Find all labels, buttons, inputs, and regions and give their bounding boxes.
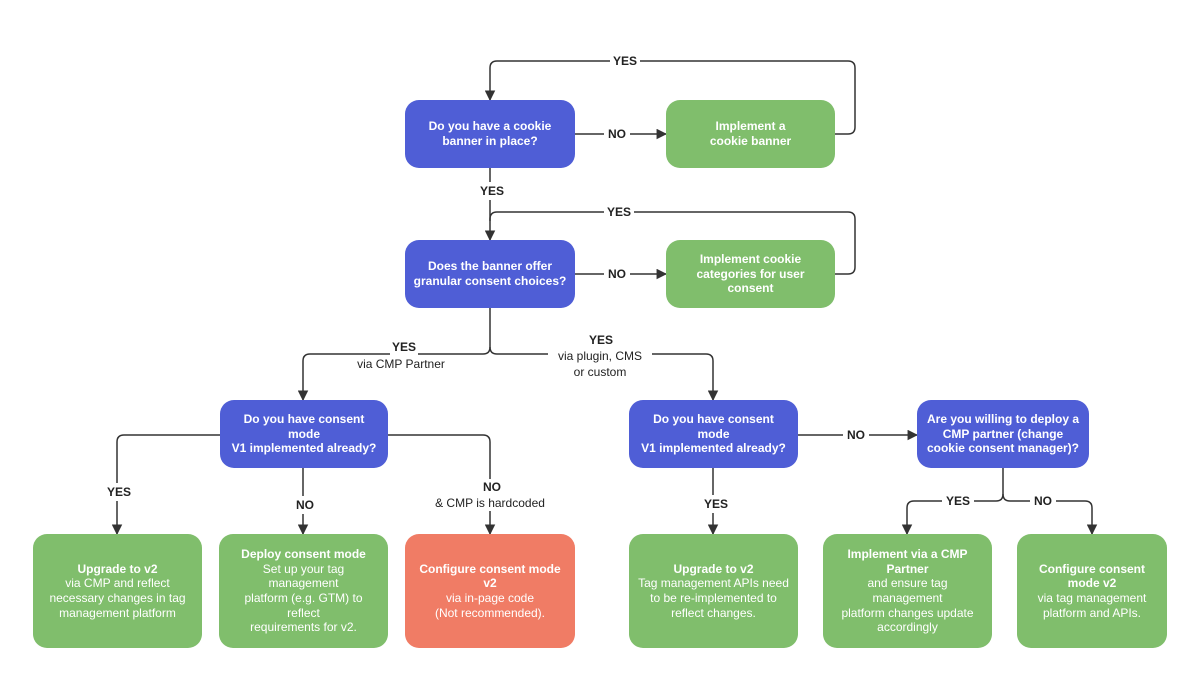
outcome-text: (Not recommended). — [434, 605, 546, 620]
outcome-title: Configure consent mode — [419, 561, 561, 576]
outcome-title: Partner — [886, 561, 929, 576]
connector-q3-to-o1 — [111, 434, 220, 536]
question-granular-consent: Does the banner offer granular consent c… — [405, 240, 575, 308]
outcome-text: Tag management APIs need — [638, 576, 789, 591]
outcome-text: to be re-implemented to — [650, 591, 777, 605]
question-line: Do you have consent mode — [653, 412, 774, 441]
outcome-text: Set up your tag management — [262, 561, 345, 591]
label-yes: YES — [105, 483, 134, 501]
action-implement-banner: Implement a cookie banner — [666, 100, 835, 168]
outcome-text: platform changes update — [841, 605, 974, 620]
outcome-text: via tag management — [1037, 591, 1147, 605]
question-consent-mode-v1-plugin: Do you have consent mode V1 implemented … — [629, 400, 798, 468]
outcome-text: platform (e.g. GTM) to reflect — [244, 591, 363, 620]
question-line: Are you willing to deploy a — [926, 412, 1079, 427]
label-cmp-hardcoded: & CMP is hardcoded — [428, 495, 552, 511]
outcome-title: Upgrade to v2 — [673, 561, 754, 576]
question-line: cookie consent manager)? — [926, 441, 1080, 456]
outcome-title: mode v2 — [1067, 576, 1117, 591]
label-via-plugin-line: via plugin, CMS — [557, 349, 643, 363]
question-line: banner in place? — [442, 134, 538, 148]
outcome-implement-cmp-partner: Implement via a CMP Partner and ensure t… — [823, 534, 992, 648]
outcome-title: Configure consent — [1038, 561, 1145, 576]
outcome-title: Upgrade to v2 — [77, 561, 158, 576]
outcome-text: accordingly — [877, 620, 938, 635]
action-implement-categories: Implement cookie categories for user con… — [666, 240, 835, 308]
outcome-text: and ensure tag management — [867, 576, 948, 605]
label-yes: YES — [702, 495, 731, 513]
label-yes: YES — [587, 332, 616, 348]
outcome-text: via in-page code — [445, 591, 535, 605]
question-line: Do you have consent mode — [243, 412, 365, 441]
outcome-title: v2 — [483, 576, 497, 591]
label-yes: YES — [478, 182, 507, 200]
label-yes: YES — [942, 494, 975, 508]
label-no: NO — [481, 479, 503, 495]
connector-q3-to-o3 — [388, 434, 496, 536]
action-line: Implement a — [715, 119, 786, 134]
connector-a1-to-q1 — [484, 60, 856, 135]
label-yes: YES — [390, 339, 419, 355]
question-line: Does the banner offer — [427, 259, 553, 274]
question-line: CMP partner (change — [942, 426, 1064, 441]
outcome-upgrade-v2-apis: Upgrade to v2 Tag management APIs need t… — [629, 534, 798, 648]
connector-q5-to-o6 — [1002, 493, 1098, 536]
outcome-configure-in-page: Configure consent mode v2 via in-page co… — [405, 534, 575, 648]
action-line: Implement cookie — [699, 252, 802, 267]
outcome-configure-tag-management: Configure consent mode v2 via tag manage… — [1017, 534, 1167, 648]
question-line: granular consent choices? — [413, 274, 567, 288]
question-deploy-cmp-partner: Are you willing to deploy a CMP partner … — [917, 400, 1089, 468]
action-line: categories for user consent — [696, 266, 805, 296]
question-line: V1 implemented already? — [641, 441, 786, 456]
label-via-cmp-partner: via CMP Partner — [350, 356, 452, 372]
label-yes: YES — [604, 205, 635, 219]
action-line: cookie banner — [709, 134, 792, 148]
outcome-text: management platform — [59, 605, 176, 620]
question-consent-mode-v1-cmp: Do you have consent mode V1 implemented … — [220, 400, 388, 468]
label-no: NO — [604, 127, 630, 141]
connector-q2-to-q4 — [489, 346, 719, 402]
question-line: V1 implemented already? — [231, 441, 377, 456]
outcome-upgrade-v2-cmp: Upgrade to v2 via CMP and reflect necess… — [33, 534, 202, 648]
label-yes: YES — [610, 54, 641, 68]
outcome-text: requirements for v2. — [250, 620, 357, 635]
label-via-plugin: via plugin, CMS or custom — [548, 348, 652, 380]
question-line: Do you have a cookie — [428, 119, 552, 134]
outcome-title: Implement via a CMP — [847, 547, 968, 562]
label-no: NO — [604, 267, 630, 281]
outcome-text: necessary changes in tag — [49, 591, 186, 605]
outcome-text: via CMP and reflect — [65, 576, 170, 591]
label-no: NO — [843, 428, 869, 442]
connector-a2-to-q2 — [489, 211, 856, 275]
label-via-plugin-line: or custom — [573, 365, 627, 379]
question-cookie-banner: Do you have a cookie banner in place? — [405, 100, 575, 168]
outcome-deploy-consent-mode: Deploy consent mode Set up your tag mana… — [219, 534, 388, 648]
label-no: NO — [294, 496, 316, 514]
label-no: NO — [1030, 494, 1056, 508]
outcome-title: Deploy consent mode — [241, 547, 366, 562]
outcome-text: platform and APIs. — [1042, 605, 1142, 620]
outcome-text: reflect changes. — [671, 605, 756, 620]
